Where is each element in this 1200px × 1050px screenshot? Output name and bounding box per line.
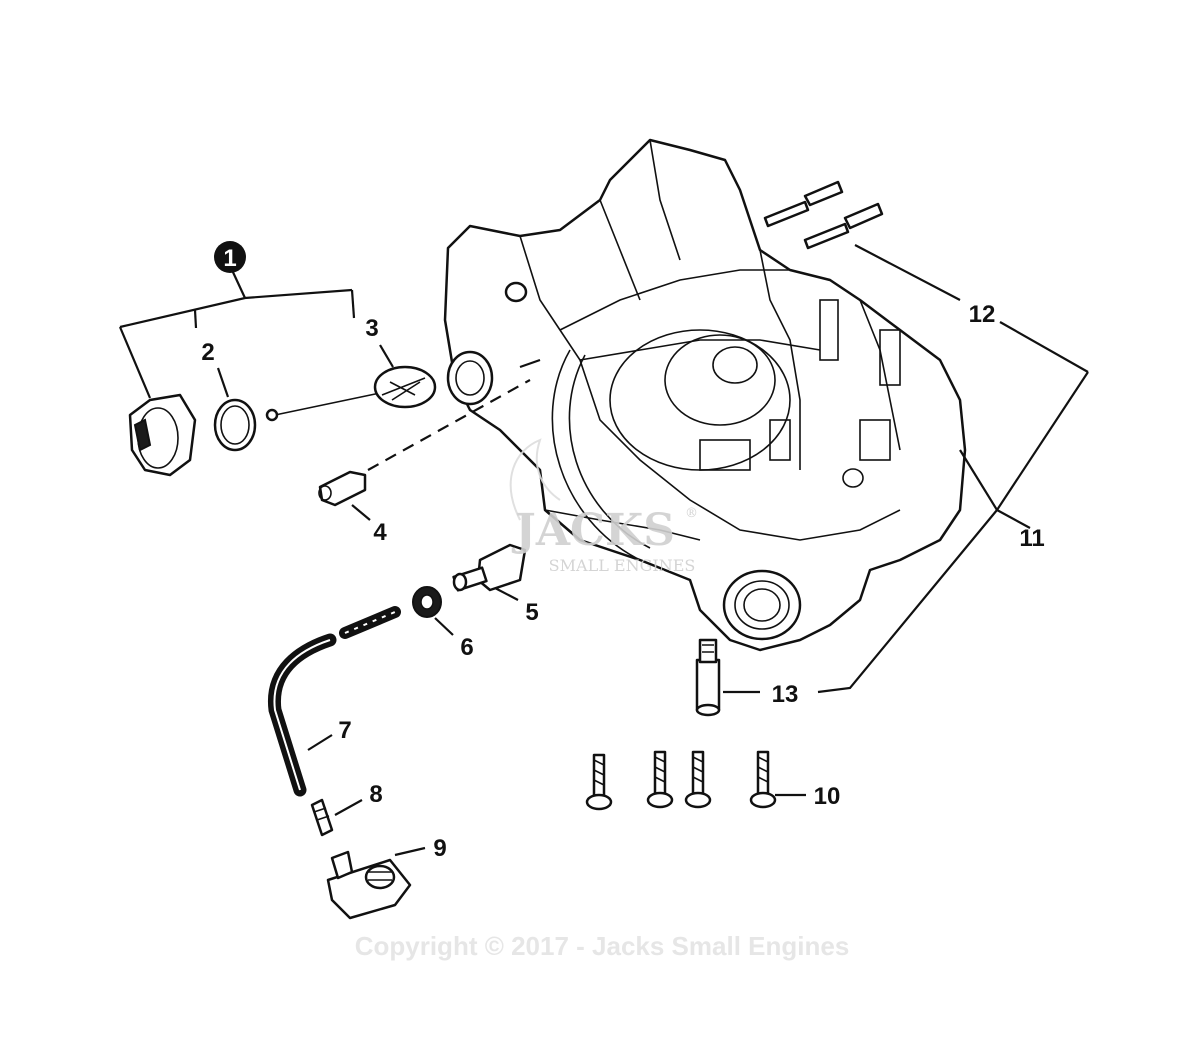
callout-10: 10 xyxy=(814,783,841,810)
oil-strainer-with-pick xyxy=(265,365,437,422)
watermark-logo-text: JACKS xyxy=(511,505,675,556)
callout-8: 8 xyxy=(369,781,382,808)
oil-pump-fitting xyxy=(452,543,527,592)
crankcase-assembly xyxy=(443,138,967,652)
callout-7: 7 xyxy=(338,717,351,744)
leader-lines xyxy=(118,244,1089,857)
oil-hose xyxy=(267,606,401,797)
callout-1-circle xyxy=(214,241,246,273)
copyright-text: Copyright © 2017 - Jacks Small Engines xyxy=(355,931,850,961)
bolts xyxy=(585,750,777,811)
callout-4: 4 xyxy=(373,519,387,546)
watermark-logo-subtext: SMALL ENGINES xyxy=(549,556,696,575)
dowel-sleeve xyxy=(695,638,721,717)
bumper-plug xyxy=(318,470,367,507)
callout-12: 12 xyxy=(969,301,996,328)
callout-6: 6 xyxy=(460,634,473,661)
watermark-registered-mark: ® xyxy=(685,506,698,521)
callout-labels: 1 2 3 4 5 6 7 8 9 10 11 12 13 xyxy=(201,241,1045,862)
oil-cap xyxy=(128,393,197,477)
callout-9: 9 xyxy=(433,835,446,862)
callout-2: 2 xyxy=(201,339,214,366)
hose-fitting xyxy=(310,798,334,837)
callout-3: 3 xyxy=(365,315,378,342)
watermark-logo: JACKS SMALL ENGINES ® xyxy=(509,438,698,575)
callout-1: 1 xyxy=(223,245,236,272)
oil-filter xyxy=(326,850,412,920)
o-ring xyxy=(213,398,257,452)
callout-11: 11 xyxy=(1019,525,1044,552)
studs xyxy=(763,180,884,250)
callout-5: 5 xyxy=(525,599,538,626)
grommet xyxy=(412,586,442,618)
callout-13: 13 xyxy=(772,681,799,708)
